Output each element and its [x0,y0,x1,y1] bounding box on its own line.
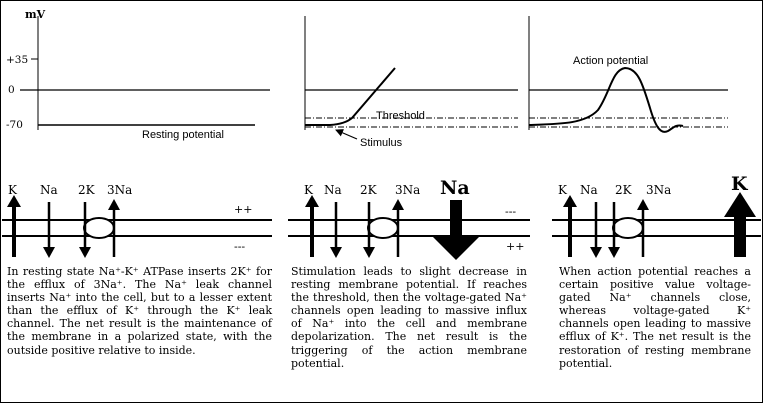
k-efflux-arrowhead [563,195,577,207]
axis-unit-label: mV [25,8,46,21]
stimulus-arrow [335,129,358,140]
na-k-pump [612,217,644,239]
pump-3na-arrowhead [108,199,120,210]
depolarization-trace [305,67,396,126]
tick-label-zero: 0 [8,84,15,96]
resting-potential-graph: mV +35 0 -70 Resting potential [6,8,270,141]
label-k-leak: K [8,183,18,197]
outside-charge-sign: --- [505,205,516,218]
label-3na-pump: 3Na [107,183,132,197]
inside-charge-sign: --- [234,240,245,253]
na-massive-influx-shaft [450,200,462,238]
caption-repolarization: When action potential reaches a certain … [559,265,751,370]
label-na-leak: Na [580,183,598,197]
inside-charge-sign: ++ [506,240,524,253]
label-2k-pump: 2K [615,183,633,197]
membrane-panel-stimulation: K Na 2K 3Na Na --- ++ [288,177,530,260]
na-k-pump [83,217,115,239]
action-potential-trace [528,66,684,133]
k-efflux-arrowhead [305,195,319,207]
resting-potential-label: Resting potential [142,129,224,141]
k-massive-efflux-shaft [734,215,746,257]
threshold-graph: Threshold Stimulus [304,16,518,149]
label-na-leak: Na [324,183,342,197]
na-influx-arrowhead [330,247,342,258]
pump-3na-arrowhead [392,199,404,210]
label-k-leak: K [304,183,314,197]
stimulus-label: Stimulus [360,137,403,149]
tick-label-plus35: +35 [6,54,28,66]
pump-2k-arrowhead [608,247,620,258]
membrane-panel-resting: K Na 2K 3Na ++ --- [2,183,272,258]
action-potential-label: Action potential [573,55,648,67]
action-potential-graph: Action potential [528,16,728,133]
label-3na-pump: 3Na [395,183,420,197]
label-na-leak: Na [40,183,58,197]
caption-text: Stimulation leads to slight decrease in … [291,265,527,370]
caption-resting: In resting state Na⁺-K⁺ ATPase inserts 2… [7,265,272,357]
caption-text: In resting state Na⁺-K⁺ ATPase inserts 2… [7,265,272,357]
caption-text: When action potential reaches a certain … [559,265,751,370]
label-2k-pump: 2K [360,183,378,197]
k-massive-efflux-head [724,192,756,217]
membrane-panel-repolarization: K Na 2K 3Na K [552,173,761,258]
label-3na-pump: 3Na [646,183,671,197]
label-big-na: Na [440,177,470,199]
na-influx-arrowhead [43,247,55,258]
k-efflux-arrowhead [7,195,21,207]
outside-charge-sign: ++ [234,203,252,216]
label-k-leak: K [558,183,568,197]
label-big-k: K [731,173,749,195]
na-influx-arrowhead [590,247,602,258]
pump-3na-arrowhead [637,199,649,210]
pump-2k-arrowhead [79,247,91,258]
caption-stimulation: Stimulation leads to slight decrease in … [291,265,527,370]
label-2k-pump: 2K [78,183,96,197]
pump-2k-arrowhead [363,247,375,258]
na-massive-influx-head [432,236,480,260]
tick-label-minus70: -70 [6,119,23,131]
na-k-pump [367,217,399,239]
threshold-label: Threshold [376,110,425,122]
